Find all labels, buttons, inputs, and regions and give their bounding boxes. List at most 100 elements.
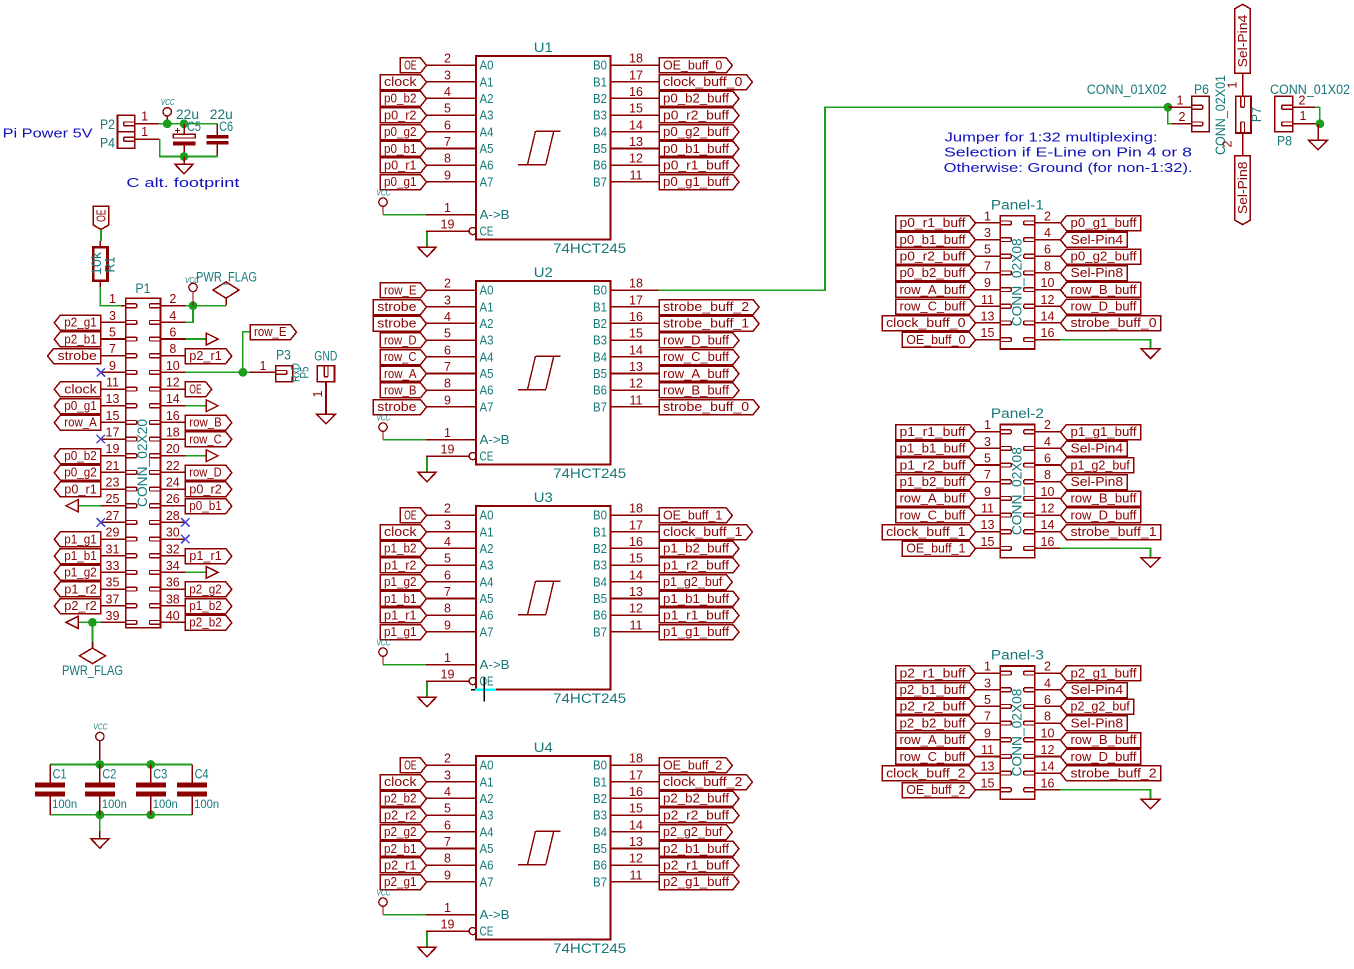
svg-text:p2_g1_buff: p2_g1_buff <box>663 875 730 889</box>
svg-text:B4: B4 <box>593 575 607 589</box>
svg-text:74HCT245: 74HCT245 <box>553 466 626 481</box>
svg-text:4: 4 <box>1044 676 1051 690</box>
svg-text:3: 3 <box>984 226 991 240</box>
svg-text:CE: CE <box>480 925 494 939</box>
svg-text:A6: A6 <box>480 384 494 398</box>
svg-text:3: 3 <box>109 309 116 323</box>
svg-text:OE_buff_0: OE_buff_0 <box>663 58 722 72</box>
svg-text:p0_b1_buff: p0_b1_buff <box>663 142 730 156</box>
svg-text:1: 1 <box>444 426 451 440</box>
svg-text:p1_g1: p1_g1 <box>384 625 417 639</box>
svg-text:OE: OE <box>95 210 109 222</box>
svg-text:13: 13 <box>981 760 995 774</box>
svg-text:12: 12 <box>629 602 643 616</box>
svg-text:U3: U3 <box>534 490 553 505</box>
svg-text:A4: A4 <box>480 350 494 364</box>
svg-text:P7: P7 <box>1249 107 1264 122</box>
svg-text:2: 2 <box>169 292 176 306</box>
svg-text:VCC: VCC <box>377 887 392 897</box>
svg-text:row_B_buff: row_B_buff <box>1071 733 1138 747</box>
svg-text:A6: A6 <box>480 159 494 173</box>
svg-text:1: 1 <box>141 110 148 124</box>
svg-text:p0_b2: p0_b2 <box>64 449 97 463</box>
svg-text:7: 7 <box>444 835 451 849</box>
svg-text:A0: A0 <box>480 759 494 773</box>
svg-text:A3: A3 <box>480 809 494 823</box>
svg-text:C alt. footprint: C alt. footprint <box>126 175 240 190</box>
svg-text:P1: P1 <box>135 281 150 296</box>
svg-text:A5: A5 <box>480 367 494 381</box>
svg-text:strobe: strobe <box>377 400 416 414</box>
svg-text:p2_g1: p2_g1 <box>384 875 417 889</box>
svg-text:row_B_buff: row_B_buff <box>1071 492 1138 506</box>
svg-text:9: 9 <box>109 359 116 373</box>
svg-text:15: 15 <box>629 802 643 816</box>
svg-text:Sel-Pin8: Sel-Pin8 <box>1071 266 1124 280</box>
svg-text:1: 1 <box>311 390 325 397</box>
svg-text:8: 8 <box>169 342 176 356</box>
svg-text:P8: P8 <box>1277 134 1292 149</box>
svg-text:p0_r2_buff: p0_r2_buff <box>900 250 967 264</box>
svg-text:24: 24 <box>166 476 180 490</box>
svg-text:11: 11 <box>630 168 643 182</box>
svg-text:A6: A6 <box>480 609 494 623</box>
svg-text:A5: A5 <box>480 842 494 856</box>
svg-text:A7: A7 <box>480 400 494 414</box>
svg-text:15: 15 <box>629 327 643 341</box>
svg-text:100n: 100n <box>153 797 178 811</box>
svg-text:row_D: row_D <box>189 466 222 480</box>
svg-text:B7: B7 <box>593 400 607 414</box>
svg-text:C5: C5 <box>187 119 201 134</box>
svg-text:p0_g1_buff: p0_g1_buff <box>663 175 730 189</box>
svg-text:1: 1 <box>1226 81 1240 88</box>
svg-text:2: 2 <box>1179 110 1186 124</box>
svg-text:p2_b2_buff: p2_b2_buff <box>900 716 967 730</box>
svg-text:p1_r1: p1_r1 <box>384 608 417 622</box>
svg-text:A6: A6 <box>480 859 494 873</box>
svg-text:p1_g1_buff: p1_g1_buff <box>663 625 730 639</box>
svg-text:B0: B0 <box>593 509 607 523</box>
svg-text:Sel-Pin8: Sel-Pin8 <box>1071 475 1124 489</box>
svg-text:row_C: row_C <box>189 432 222 446</box>
svg-text:18: 18 <box>629 752 643 766</box>
svg-text:7: 7 <box>984 468 991 482</box>
svg-text:74HCT245: 74HCT245 <box>553 241 626 256</box>
svg-text:B6: B6 <box>593 609 607 623</box>
svg-text:2: 2 <box>444 277 451 291</box>
svg-text:p0_g2: p0_g2 <box>64 466 97 480</box>
svg-text:B7: B7 <box>593 875 607 889</box>
svg-text:6: 6 <box>1044 693 1051 707</box>
svg-text:CONN_01X02: CONN_01X02 <box>1087 82 1167 97</box>
svg-text:A2: A2 <box>480 792 494 806</box>
svg-text:16: 16 <box>629 310 643 324</box>
svg-text:4: 4 <box>444 310 451 324</box>
svg-text:2: 2 <box>1299 94 1306 108</box>
svg-text:p0_r2: p0_r2 <box>189 482 222 496</box>
svg-text:2: 2 <box>1044 418 1051 432</box>
svg-text:37: 37 <box>106 592 120 606</box>
svg-text:CE: CE <box>480 225 494 239</box>
svg-text:row_A: row_A <box>384 367 417 381</box>
svg-text:strobe_buff_2: strobe_buff_2 <box>1071 766 1157 780</box>
svg-text:p0_g2: p0_g2 <box>384 125 417 139</box>
svg-text:p1_g2_buf: p1_g2_buf <box>1071 458 1131 472</box>
svg-text:A1: A1 <box>480 75 494 89</box>
svg-text:13: 13 <box>106 392 120 406</box>
svg-text:p1_b1: p1_b1 <box>384 592 417 606</box>
svg-text:row_A: row_A <box>64 416 97 430</box>
svg-text:Panel-2: Panel-2 <box>991 406 1044 421</box>
svg-text:p1_r1: p1_r1 <box>189 549 222 563</box>
svg-text:7: 7 <box>109 342 116 356</box>
svg-text:5: 5 <box>109 326 116 340</box>
svg-text:8: 8 <box>444 152 451 166</box>
svg-text:p2_b1_buff: p2_b1_buff <box>663 842 730 856</box>
svg-text:A7: A7 <box>480 175 494 189</box>
svg-text:p1_g1: p1_g1 <box>64 532 97 546</box>
svg-text:A4: A4 <box>480 125 494 139</box>
svg-text:10: 10 <box>166 359 180 373</box>
svg-text:12: 12 <box>629 852 643 866</box>
svg-text:strobe: strobe <box>377 317 416 331</box>
svg-text:row_A_buff: row_A_buff <box>663 367 730 381</box>
svg-text:7: 7 <box>984 259 991 273</box>
svg-text:p2_g1_buff: p2_g1_buff <box>1071 666 1138 680</box>
